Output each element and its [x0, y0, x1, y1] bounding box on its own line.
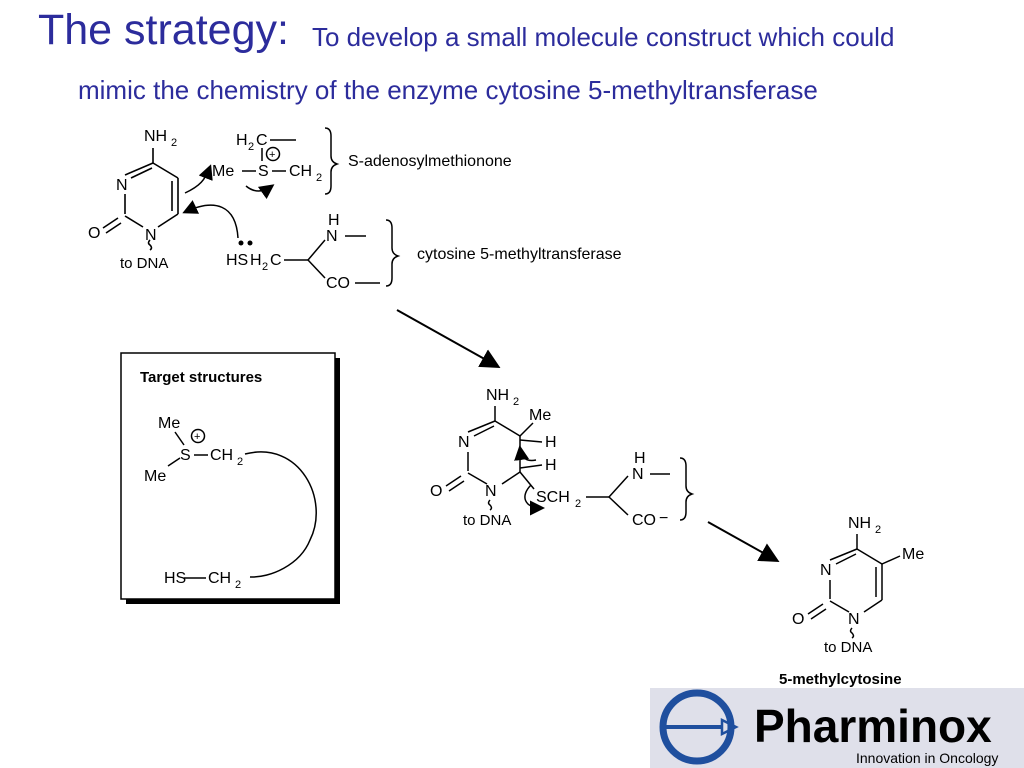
atom-n1: N	[145, 227, 157, 244]
atom-o: O	[88, 225, 100, 242]
atom-subscript: 2	[513, 396, 519, 408]
atom-subscript: 2	[262, 261, 268, 273]
atom-n: N	[326, 228, 338, 245]
atom-n1: N	[848, 611, 860, 628]
atom-hs: HS	[164, 570, 186, 587]
logo-tagline: Innovation in Oncology	[856, 750, 998, 766]
atom-subscript: 2	[316, 172, 322, 184]
enzyme-label: cytosine 5-methyltransferase	[417, 246, 622, 263]
atom-co: CO	[632, 512, 656, 529]
enzyme-bonds	[182, 200, 401, 287]
product-bonds	[807, 534, 901, 639]
sam-charge-plus: +	[269, 149, 275, 161]
atom-nh2: NH	[144, 128, 167, 145]
lone-pair-dot	[247, 240, 253, 246]
atom-co: CO	[326, 275, 350, 292]
atom-me: Me	[158, 415, 180, 432]
atom-hs: HS	[226, 252, 248, 269]
atom-subscript: 2	[248, 141, 254, 153]
atom-s: S	[180, 447, 191, 464]
atom-h: H	[545, 434, 557, 451]
atom-h: H	[328, 212, 340, 229]
atom-h: H	[545, 457, 557, 474]
target-structures-box	[120, 352, 340, 604]
atom-h: H	[634, 450, 646, 467]
atom-nh2: NH	[848, 515, 871, 532]
atom-s: S	[258, 163, 269, 180]
to-dna-label: to DNA	[824, 639, 872, 656]
atom-sch2: SCH	[536, 489, 570, 506]
atom-subscript: 2	[237, 456, 243, 468]
atom-o: O	[792, 611, 804, 628]
pharminox-logo: Pharminox Innovation in Oncology	[650, 688, 1024, 768]
atom-me: Me	[902, 546, 924, 563]
sam-label: S-adenosylmethionone	[348, 153, 512, 170]
atom-subscript: 2	[875, 524, 881, 536]
sam-bonds	[184, 127, 340, 200]
atom-n3: N	[116, 177, 128, 194]
atom-minus: −	[659, 510, 668, 527]
atom-me: Me	[212, 163, 234, 180]
atom-h2c: H	[236, 132, 248, 149]
atom-n3: N	[458, 434, 470, 451]
atom-o: O	[430, 483, 442, 500]
logo-name: Pharminox	[754, 700, 992, 752]
atom-c: C	[256, 132, 268, 149]
slide-title: The strategy:	[38, 6, 289, 54]
atom-ch2: CH	[210, 447, 233, 464]
intermediate-bonds	[445, 406, 695, 521]
atom-c: C	[270, 252, 282, 269]
atom-n: N	[632, 466, 644, 483]
target-bonds	[167, 428, 317, 579]
atom-subscript: 2	[575, 498, 581, 510]
atom-me: Me	[529, 407, 551, 424]
atom-n1: N	[485, 483, 497, 500]
product-label: 5-methylcytosine	[779, 671, 902, 688]
atom-me: Me	[144, 468, 166, 485]
cytosine-reactant	[102, 148, 179, 251]
atom-ch2: CH	[208, 570, 231, 587]
slide-subtitle-line1: To develop a small molecule construct wh…	[312, 22, 895, 52]
slide-subtitle-line2: mimic the chemistry of the enzyme cytosi…	[78, 75, 818, 105]
atom-nh2: NH	[486, 387, 509, 404]
reaction-arrows	[396, 309, 780, 562]
to-dna-label: to DNA	[120, 255, 168, 272]
target-charge-plus: +	[194, 431, 200, 443]
atom-ch2: CH	[289, 163, 312, 180]
atom-subscript: 2	[235, 579, 241, 591]
atom-h2c: H	[250, 252, 262, 269]
lone-pair-dot	[238, 240, 244, 246]
atom-subscript: 2	[171, 137, 177, 149]
target-structures-heading: Target structures	[140, 369, 262, 386]
atom-n3: N	[820, 562, 832, 579]
to-dna-label: to DNA	[463, 512, 511, 529]
